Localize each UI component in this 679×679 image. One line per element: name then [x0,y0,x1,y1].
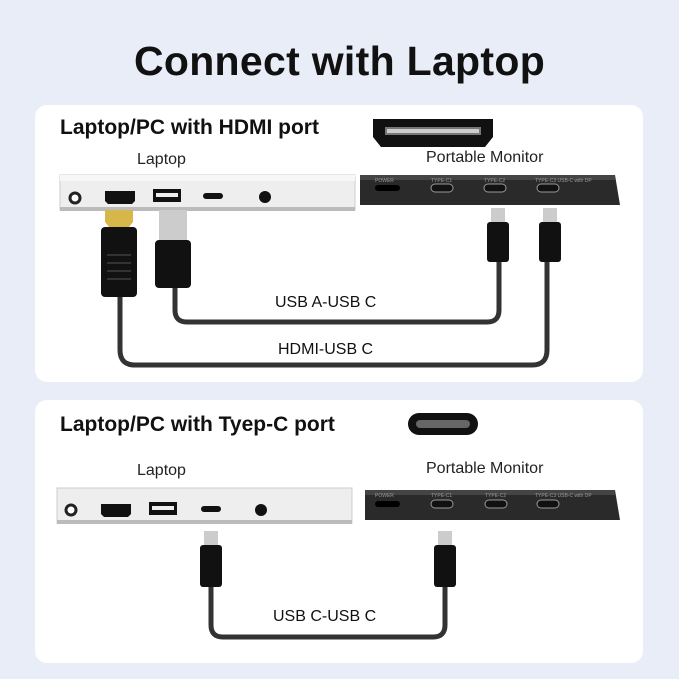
section-heading: Laptop/PC with HDMI port [60,116,319,139]
hdmi-plug-icon [101,210,137,297]
laptop-side-view [59,174,356,211]
hdmi-connection-diagram: POWER TYPE-C1 TYPE-C2 TYPE-C3 USB-C with… [59,119,620,368]
usb-c-section-card: POWER TYPE-C1 TYPE-C2 TYPE-C3 USB-C with… [35,400,643,663]
monitor-port-label: TYPE-C2 [484,178,505,184]
page-title: Connect with Laptop [133,38,546,84]
portable-monitor-side-view [360,175,620,205]
usb-c-connection-diagram: POWER TYPE-C1 TYPE-C2 TYPE-C3 USB-C with… [56,413,620,640]
monitor-port-label: POWER [375,178,394,184]
monitor-label: Portable Monitor [426,149,544,166]
usb-c-plug-icon [200,531,222,587]
hdmi-port-icon [373,119,493,147]
usb-c-plug-icon [434,531,456,587]
hdmi-usb-c-cable [117,260,550,368]
usb-c-plug-icon [487,208,509,262]
usb-a-usb-c-cable [172,260,502,325]
laptop-label: Laptop [137,151,186,168]
monitor-port-label: TYPE-C3 USB-C with DP [535,178,592,184]
laptop-label: Laptop [137,462,186,479]
usb-c-usb-c-cable [208,585,448,640]
hdmi-section-card: POWER TYPE-C1 TYPE-C2 TYPE-C3 USB-C with… [35,105,643,382]
cable-label: HDMI-USB C [278,341,374,358]
monitor-label: Portable Monitor [426,460,544,477]
monitor-port-label: POWER [375,493,394,499]
monitor-port-label: TYPE-C3 USB-C with DP [535,493,592,499]
cable-label: USB A-USB C [275,294,377,311]
section-heading: Laptop/PC with Tyep-C port [60,413,335,436]
usb-a-plug-icon [155,210,191,288]
monitor-port-label: TYPE-C2 [485,493,506,499]
cable-label: USB C-USB C [273,608,377,625]
monitor-port-label: TYPE-C1 [431,178,452,184]
usb-c-plug-icon [539,208,561,262]
laptop-side-view [56,487,353,524]
usb-c-port-icon [408,413,478,435]
monitor-port-label: TYPE-C1 [431,493,452,499]
portable-monitor-side-view [365,490,620,520]
